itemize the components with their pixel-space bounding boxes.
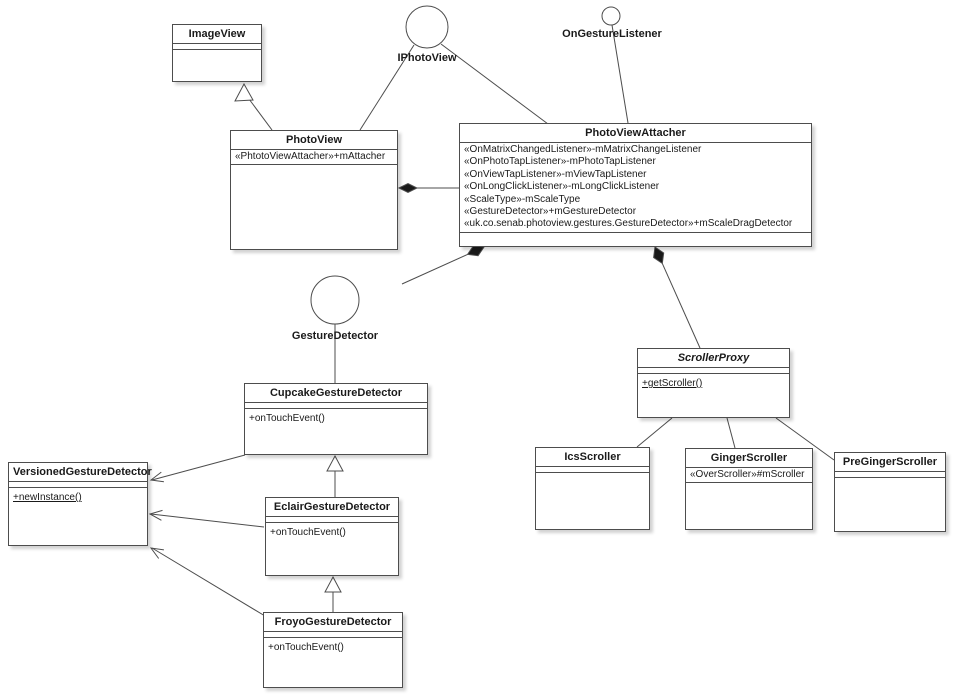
dependency-line-cupcake-versioned — [151, 454, 246, 481]
class-froyogesturedetector: FroyoGestureDetector +onTouchEvent() — [263, 612, 403, 688]
generalization-line-photoview-imageview — [248, 98, 273, 131]
attribute: «uk.co.senab.photoview.gestures.GestureD… — [464, 218, 793, 230]
class-title: GingerScroller — [686, 449, 812, 468]
composition-line-attacher-scrollerproxy — [661, 263, 701, 349]
dependency-line-froyo-versioned — [151, 547, 266, 617]
class-photoview: PhotoView «PhtotoViewAttacher»+mAttacher — [230, 130, 398, 250]
methods-compartment: +getScroller() — [638, 374, 789, 417]
line-scrollerproxy-gingerscroller — [726, 417, 736, 449]
class-versionedgesturedetector: VersionedGestureDetector +newInstance() — [8, 462, 152, 546]
gesturedetector-interface-label: GestureDetector — [291, 330, 379, 342]
class-pregingerscroller: PreGingerScroller — [834, 452, 946, 532]
class-title: PhotoView — [231, 131, 397, 150]
attributes-compartment — [835, 472, 945, 478]
class-title: ImageView — [173, 25, 261, 44]
attributes-compartment — [264, 632, 402, 638]
ongesturelistener-interface-icon — [601, 6, 621, 26]
attribute: «OnMatrixChangedListener»-mMatrixChangeL… — [464, 144, 702, 155]
methods-compartment — [231, 165, 397, 249]
composition-line-attacher-gesture — [401, 253, 468, 285]
attributes-compartment — [266, 517, 398, 523]
static-method: +getScroller() — [642, 378, 703, 389]
attributes-compartment — [638, 368, 789, 374]
class-title: CupcakeGestureDetector — [245, 384, 427, 403]
methods-compartment — [173, 50, 261, 81]
attribute: «ScaleType»-mScaleType — [464, 193, 581, 205]
composition-diamond-attacher-scroller — [653, 246, 665, 265]
dependency-arrowhead-3 — [149, 547, 164, 559]
dependency-line-eclair-versioned — [150, 513, 265, 528]
method: +onTouchEvent() — [268, 642, 344, 653]
class-title: ScrollerProxy — [638, 349, 789, 368]
realization-line-attacher-ongesturelistener — [611, 24, 629, 124]
methods-compartment — [835, 478, 945, 531]
class-cupcakegesturedetector: CupcakeGestureDetector +onTouchEvent() — [244, 383, 428, 455]
realization-line-photoview-iphotoview — [359, 44, 415, 131]
attributes-compartment: «PhtotoViewAttacher»+mAttacher — [231, 150, 397, 166]
class-gingerscroller: GingerScroller «OverScroller»#mScroller — [685, 448, 813, 530]
methods-compartment: +onTouchEvent() — [266, 523, 398, 575]
line-scrollerproxy-pregingerscroller — [775, 417, 835, 461]
composition-diamond-photoview — [397, 182, 419, 194]
gesturedetector-interface-icon — [310, 275, 360, 325]
static-method: +newInstance() — [13, 492, 82, 503]
realization-line-attacher-iphotoview — [440, 43, 549, 125]
class-title: PreGingerScroller — [835, 453, 945, 472]
class-scrollerproxy: ScrollerProxy +getScroller() — [637, 348, 790, 418]
dependency-arrowhead-2 — [148, 509, 163, 521]
methods-compartment — [460, 233, 811, 246]
attribute: «OverScroller»#mScroller — [690, 469, 805, 480]
class-title: IcsScroller — [536, 448, 649, 467]
methods-compartment — [536, 473, 649, 529]
composition-diamond-attacher-gesture — [466, 245, 485, 257]
attributes-compartment — [173, 44, 261, 50]
attribute: «OnLongClickListener»-mLongClickListener — [464, 181, 660, 193]
generalization-triangle-imageview — [234, 82, 254, 102]
generalization-triangle-cupcake — [326, 454, 344, 472]
method: +onTouchEvent() — [249, 413, 325, 424]
generalization-triangle-eclair — [324, 575, 342, 593]
attributes-compartment — [9, 482, 147, 488]
attribute: «OnViewTapListener»-mViewTapListener — [464, 168, 647, 180]
class-icsscroller: IcsScroller — [535, 447, 650, 530]
attribute: «PhtotoViewAttacher»+mAttacher — [235, 151, 386, 162]
methods-compartment — [686, 483, 812, 529]
attributes-compartment: «OnMatrixChangedListener»-mMatrixChangeL… — [460, 143, 811, 233]
dependency-arrowhead-1 — [149, 471, 164, 483]
attributes-compartment: «OverScroller»#mScroller — [686, 468, 812, 484]
class-imageview: ImageView — [172, 24, 262, 82]
attributes-compartment — [245, 403, 427, 409]
attributes-compartment — [536, 467, 649, 473]
method: +onTouchEvent() — [270, 527, 346, 538]
methods-compartment: +onTouchEvent() — [245, 409, 427, 454]
methods-compartment: +newInstance() — [9, 488, 147, 545]
iphotoview-interface-label: IPhotoView — [397, 52, 457, 64]
attribute: «GestureDetector»+mGestureDetector — [464, 206, 637, 218]
class-title: PhotoViewAttacher — [460, 124, 811, 143]
class-eclairgesturedetector: EclairGestureDetector +onTouchEvent() — [265, 497, 399, 576]
attribute: «OnPhotoTapListener»-mPhotoTapListener — [464, 156, 656, 168]
iphotoview-interface-icon — [405, 5, 449, 49]
class-title: VersionedGestureDetector — [9, 463, 152, 482]
class-photoviewattacher: PhotoViewAttacher «OnMatrixChangedListen… — [459, 123, 812, 247]
methods-compartment: +onTouchEvent() — [264, 638, 402, 687]
class-title: FroyoGestureDetector — [264, 613, 402, 632]
ongesturelistener-interface-label: OnGestureListener — [562, 28, 662, 40]
line-scrollerproxy-icsscroller — [636, 417, 673, 448]
class-title: EclairGestureDetector — [266, 498, 398, 517]
